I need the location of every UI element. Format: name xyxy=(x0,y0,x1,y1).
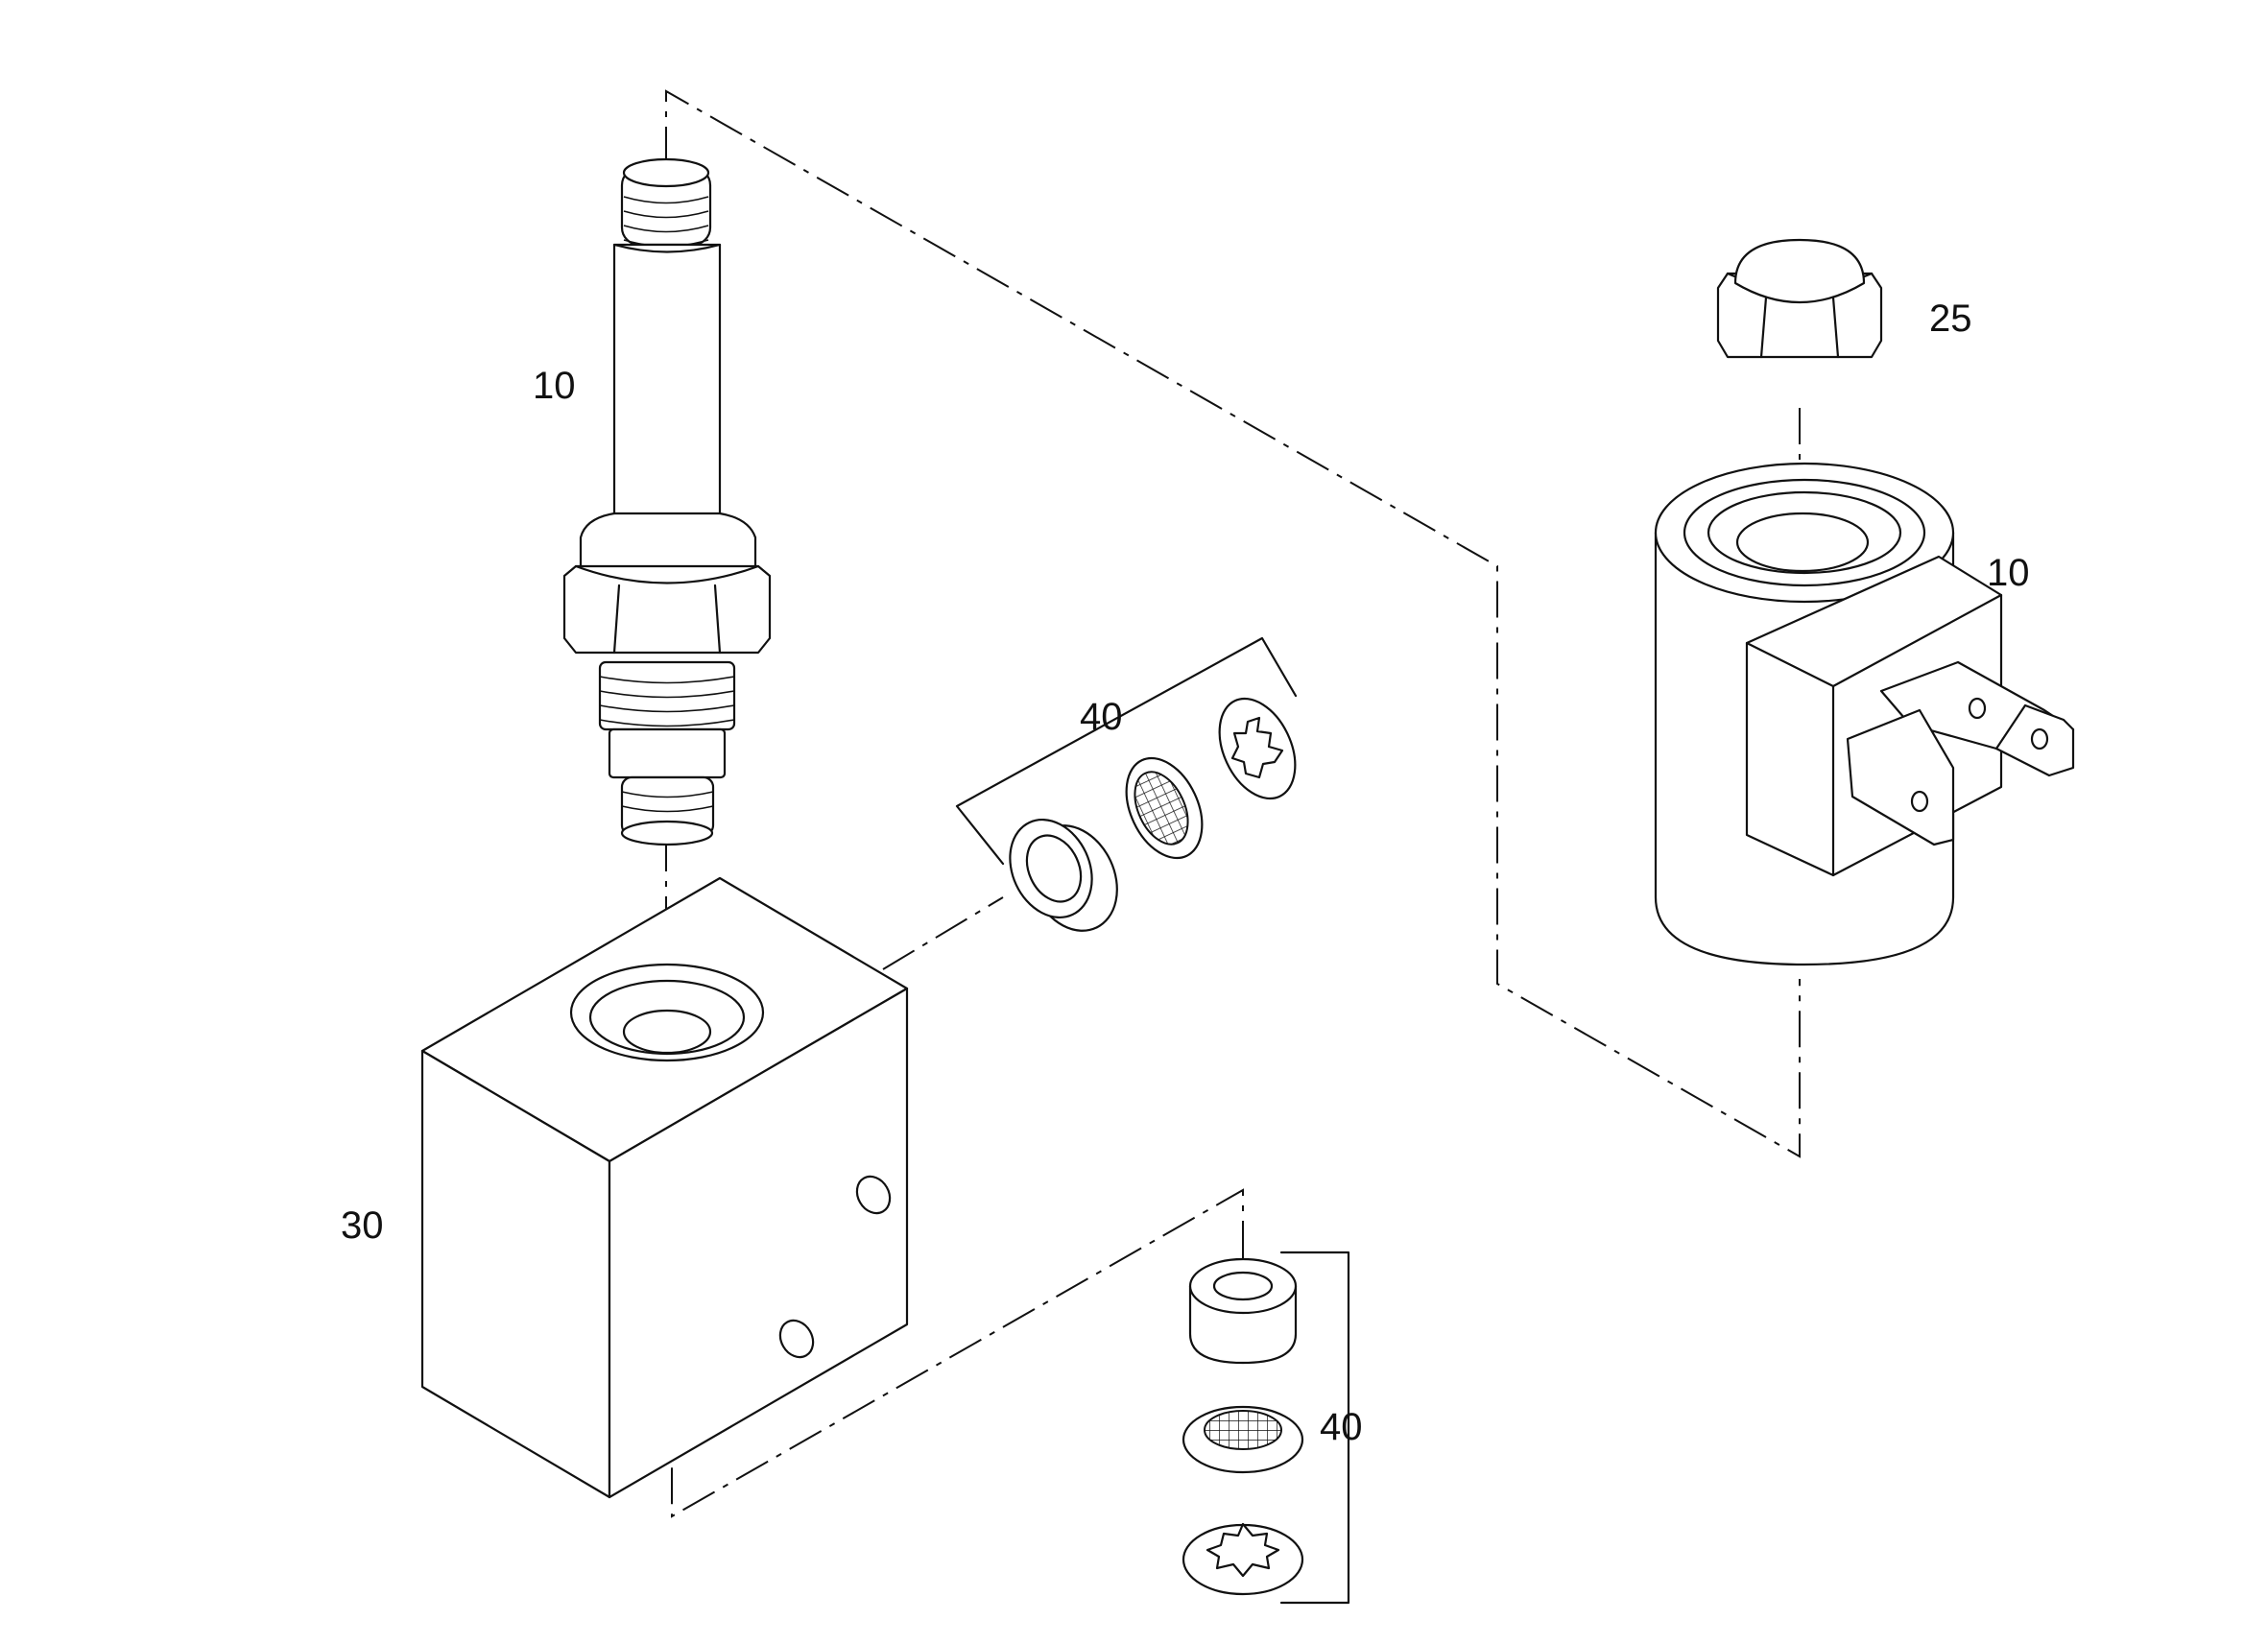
callout-coil: 10 xyxy=(1987,552,2030,594)
callout-filter-set-bottom: 40 xyxy=(1320,1406,1363,1448)
cap-nut: 25 xyxy=(1716,238,1972,359)
filter-set-bottom: 40 xyxy=(1182,1251,1363,1605)
valve-body-block: 30 xyxy=(341,876,909,1499)
cartridge-valve: 10 xyxy=(533,157,772,846)
solenoid-coil: 10 xyxy=(1654,462,2075,966)
callout-body: 30 xyxy=(341,1204,384,1247)
callout-cartridge: 10 xyxy=(533,365,576,407)
callout-filter-set-top: 40 xyxy=(1080,696,1123,738)
filter-set-top: 40 xyxy=(955,636,1298,932)
callout-cap-nut: 25 xyxy=(1929,298,1972,340)
